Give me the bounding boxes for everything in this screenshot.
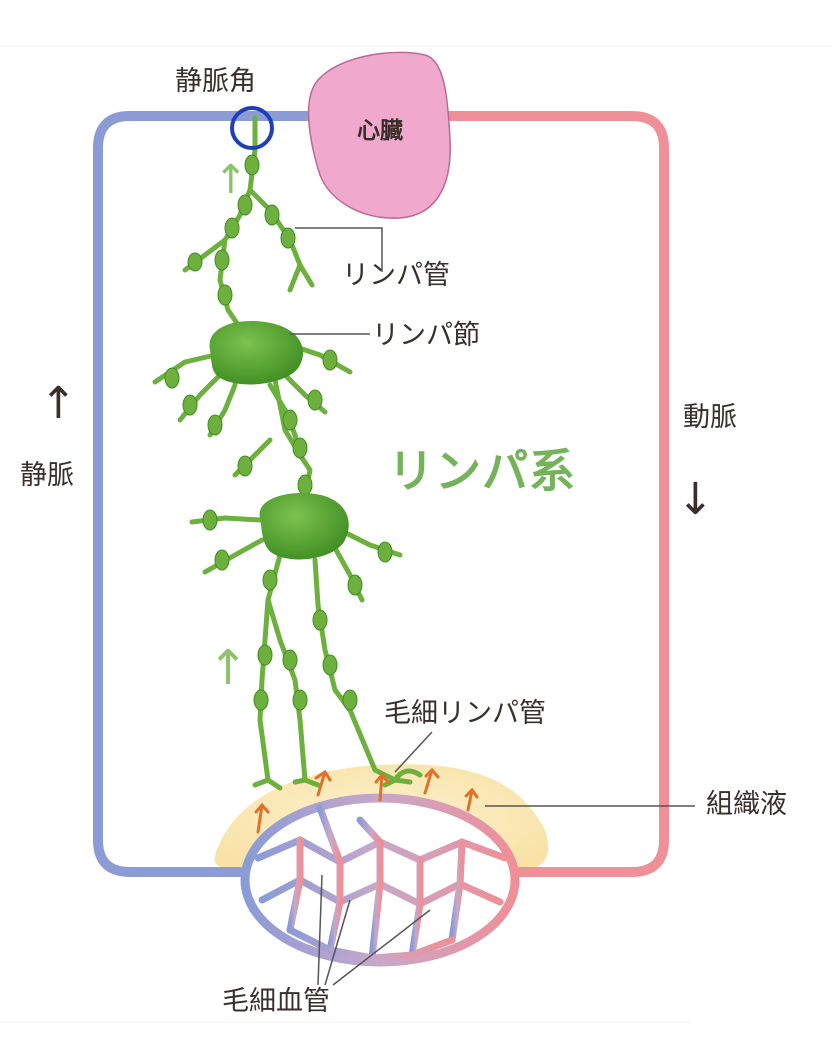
tissue-flow-arrows <box>254 767 479 834</box>
lymph-tree <box>152 115 423 791</box>
artery-vessel <box>435 111 669 877</box>
blood-capillary-label: 毛細血管 <box>222 986 330 1017</box>
capillary-bed <box>240 793 520 967</box>
venous-angle-circle <box>230 106 274 150</box>
lymph-node-upper <box>209 320 304 385</box>
leader-lines <box>290 227 695 986</box>
heart-label: 心臓 <box>357 118 403 144</box>
vein-label: 静脈 <box>20 460 74 491</box>
tissue-fluid-label: 組織液 <box>706 789 787 820</box>
vein-flow-up-arrow-icon: ↑ <box>40 378 77 429</box>
artery-flow-down-arrow-icon: ↓ <box>677 474 714 525</box>
vein-vessel <box>93 111 335 877</box>
lymph-node-lower <box>259 493 349 560</box>
lymph-flow-up-arrow-bottom-icon: ↑ <box>208 640 249 696</box>
heart-shape <box>307 51 451 219</box>
artery-label: 動脈 <box>683 402 737 433</box>
lymph-beads <box>164 154 393 711</box>
venous-angle-label: 静脈角 <box>175 66 256 97</box>
lymph-flow-up-arrow-top-icon: ↑ <box>214 157 248 203</box>
lymph-system-title: リンパ系 <box>388 444 576 498</box>
lymph-node-label: リンパ節 <box>372 320 480 351</box>
lymph-vessel-label: リンパ管 <box>342 260 450 291</box>
lymph-capillary-label: 毛細リンパ管 <box>384 698 546 729</box>
